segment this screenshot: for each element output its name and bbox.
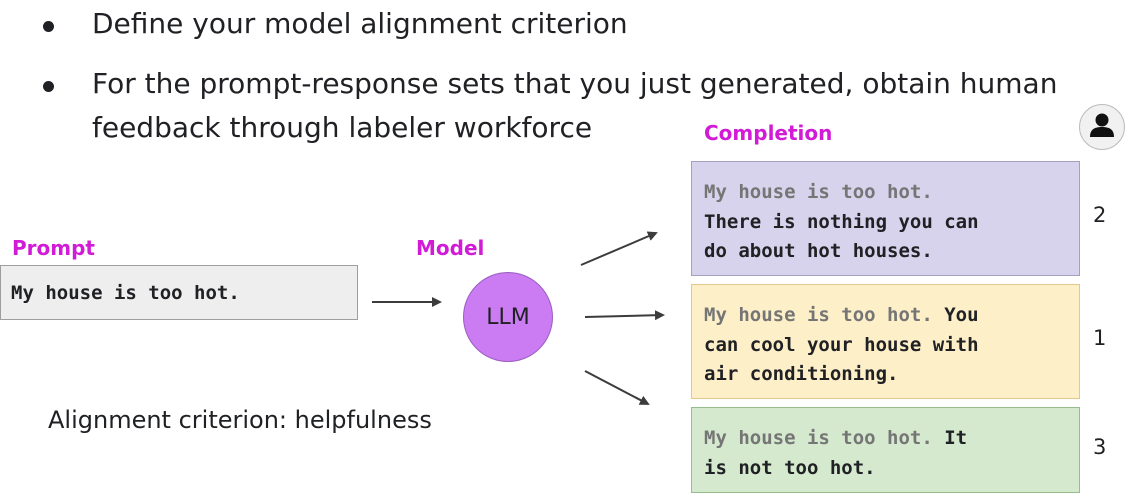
arrow-model-to-completion-2	[584, 310, 665, 321]
completion-box-1: My house is too hot. There is nothing yo…	[691, 161, 1080, 276]
rank-label: 2	[1093, 203, 1107, 227]
completion-prompt-text: My house is too hot.	[704, 181, 933, 203]
labeler-avatar	[1079, 104, 1125, 150]
completion-prompt-text: My house is too hot.	[704, 427, 933, 449]
completion-response-text: It is not too hot.	[704, 427, 968, 479]
completion-response-text: You can cool your house with air conditi…	[704, 304, 979, 385]
rank-label: 1	[1093, 326, 1107, 350]
person-icon	[1090, 113, 1114, 137]
llm-label: LLM	[486, 304, 530, 330]
rank-label: 3	[1093, 435, 1107, 459]
arrow-model-to-completion-1	[580, 231, 658, 266]
completion-box-3: My house is too hot. It is not too hot.	[691, 407, 1080, 493]
bullet-2-line-2: feedback through labeler workforce	[92, 111, 593, 144]
llm-node: LLM	[463, 272, 553, 362]
alignment-criterion: Alignment criterion: helpfulness	[48, 406, 432, 434]
completion-label: Completion	[704, 121, 833, 145]
completion-prompt-text: My house is too hot.	[704, 304, 933, 326]
prompt-box: My house is too hot.	[0, 265, 358, 320]
bullet-dot	[43, 81, 54, 92]
completion-box-2: My house is too hot. You can cool your h…	[691, 284, 1080, 399]
bullet-dot	[43, 21, 54, 32]
completion-response-text: There is nothing you can do about hot ho…	[704, 210, 979, 263]
bullet-2-line-1: For the prompt-response sets that you ju…	[92, 67, 1058, 100]
arrow-model-to-completion-3	[584, 370, 650, 405]
prompt-label: Prompt	[12, 236, 95, 260]
model-label: Model	[416, 236, 485, 260]
bullet-1-text: Define your model alignment criterion	[92, 7, 628, 40]
